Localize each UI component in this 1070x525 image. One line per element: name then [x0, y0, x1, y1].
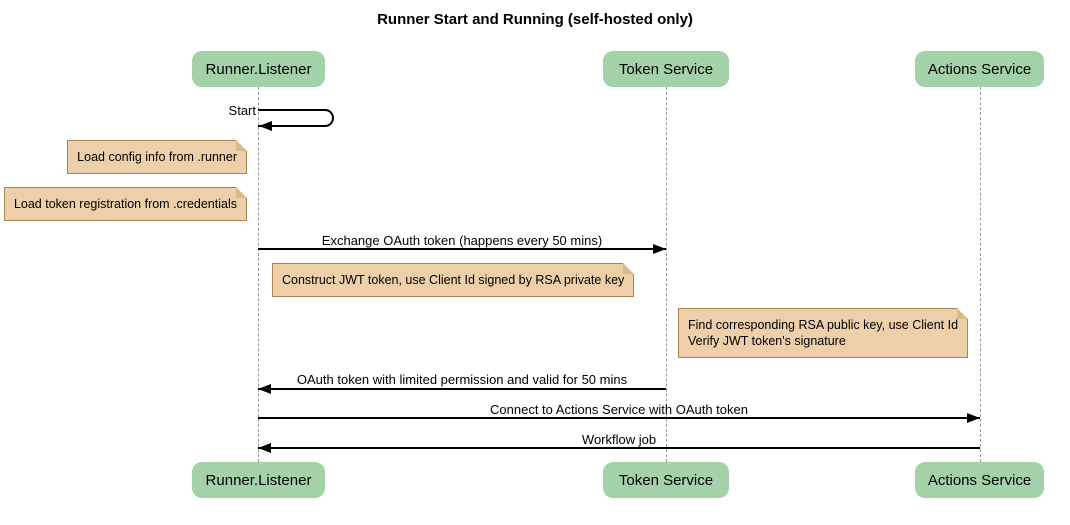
participant-label: Runner.Listener: [205, 471, 312, 489]
arrowhead-left-icon: [259, 121, 272, 131]
participant-label: Actions Service: [927, 60, 1032, 78]
participant-label: Token Service: [618, 60, 714, 78]
lifeline-actions-service: [980, 87, 981, 462]
lifeline-token-service: [666, 87, 667, 462]
participant-token-service-bottom: Token Service: [603, 462, 729, 498]
note-text-line: Find corresponding RSA public key, use C…: [688, 318, 959, 332]
participant-actions-service-top: Actions Service: [915, 51, 1044, 87]
participant-token-service-top: Token Service: [603, 51, 729, 87]
note-construct-jwt: Construct JWT token, use Client Id signe…: [272, 263, 635, 297]
participant-label: Runner.Listener: [205, 60, 312, 78]
self-loop-line: [258, 109, 334, 127]
message-line: [258, 248, 666, 250]
message-label: Connect to Actions Service with OAuth to…: [490, 402, 748, 417]
note-text: Load token registration from .credential…: [13, 197, 237, 211]
arrowhead-left-icon: [258, 384, 271, 394]
diagram-title: Runner Start and Running (self-hosted on…: [377, 11, 693, 28]
participant-label: Actions Service: [927, 471, 1032, 489]
message-line: [258, 417, 980, 419]
note-verify-jwt: Find corresponding RSA public key, use C…: [678, 308, 969, 358]
lifeline-runner-listener: [258, 87, 259, 462]
note-text: Construct JWT token, use Client Id signe…: [282, 273, 625, 287]
arrowhead-right-icon: [653, 244, 666, 254]
note-text: Load config info from .runner: [77, 150, 237, 164]
message-label: Exchange OAuth token (happens every 50 m…: [321, 233, 603, 248]
participant-runner-listener-top: Runner.Listener: [192, 51, 325, 87]
message-label: Workflow job: [581, 432, 657, 447]
participant-actions-service-bottom: Actions Service: [915, 462, 1044, 498]
note-text-line: Verify JWT token's signature: [688, 334, 846, 348]
arrowhead-right-icon: [967, 413, 980, 423]
message-label: OAuth token with limited permission and …: [296, 372, 628, 387]
message-label: Start: [228, 103, 256, 118]
participant-label: Token Service: [618, 471, 714, 489]
participant-runner-listener-bottom: Runner.Listener: [192, 462, 325, 498]
message-line: [258, 388, 666, 390]
message-line: [258, 447, 980, 449]
arrowhead-left-icon: [258, 443, 271, 453]
note-load-config: Load config info from .runner: [67, 140, 247, 174]
note-load-token-registration: Load token registration from .credential…: [3, 187, 248, 221]
